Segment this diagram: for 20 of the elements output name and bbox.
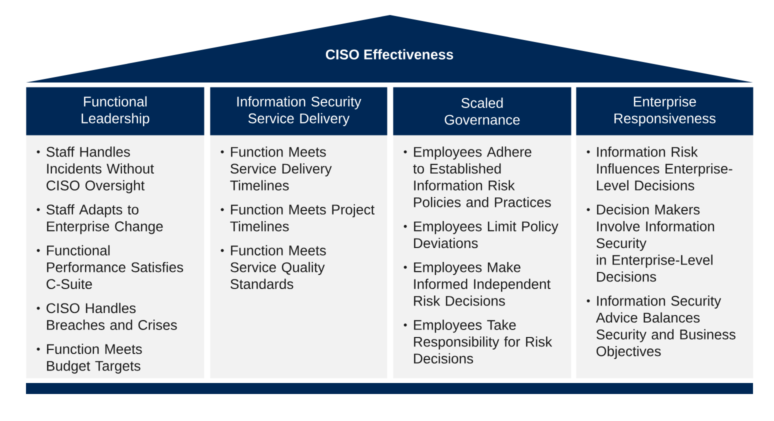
list-item: Staff Handles Incidents Without CISO Oversight xyxy=(46,146,154,194)
list-item: Employees Take Responsibility for Risk Decisions xyxy=(414,320,552,364)
list-item: Function Meets Budget Targets xyxy=(47,344,142,374)
list-item: Function Meets Service Quality Standards xyxy=(230,245,326,290)
header-box: Scaled Governance xyxy=(393,87,572,136)
list-item: Staff Adapts to Enterprise Change xyxy=(46,204,163,234)
list-item: Employees Limit Policy Deviations xyxy=(414,221,558,248)
header-box: Functional Leadership xyxy=(26,87,204,136)
list-item: Functional Performance Satisfies C-Suite xyxy=(46,245,184,290)
list-item: Function Meets Project Timelines xyxy=(230,204,374,232)
roof-banner: CISO Effectiveness xyxy=(26,15,753,82)
header-box: Information Security Service Delivery xyxy=(210,87,388,136)
list-item: Decision Makers Involve Information Security in Enterprise-Level Decisions xyxy=(596,204,714,282)
list-item: Information Risk Influences Enterprise-Level Decisions xyxy=(597,146,732,190)
list-item: Information Security Advice Balances Security and Business Objectives xyxy=(596,296,736,359)
list-item: Employees Adhere to Established Information Risk Policies and Practices xyxy=(413,146,551,208)
list-item: Function Meets Service Delivery Timelines xyxy=(230,146,332,190)
header-box: Enterprise Responsiveness xyxy=(576,87,754,136)
list-item: Employees Make Informed Independent Risk Decisions xyxy=(414,262,551,306)
list-item: CISO Handles Breaches and Crises xyxy=(46,302,177,330)
